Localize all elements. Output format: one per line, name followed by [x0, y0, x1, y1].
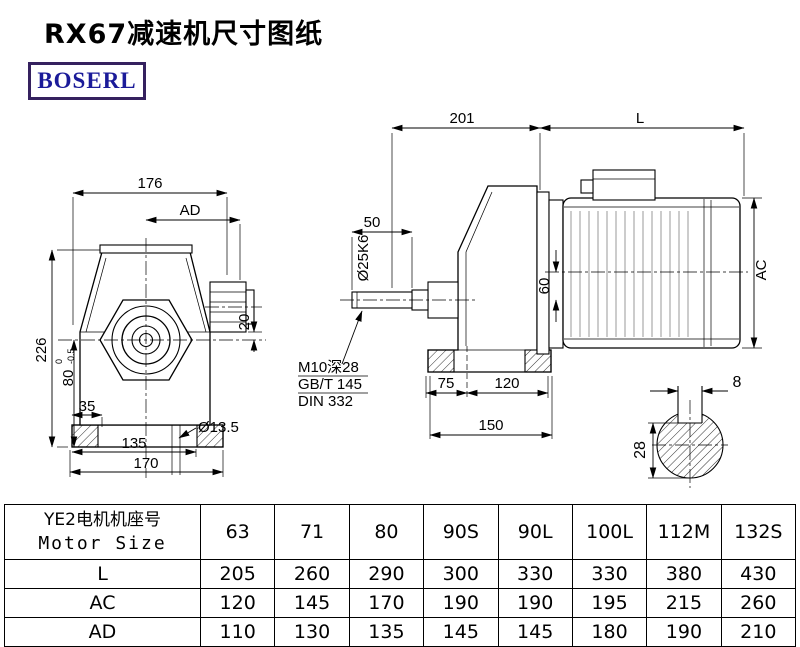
- dim-75-label: 75: [438, 375, 455, 392]
- dim-201-label: 201: [449, 110, 474, 127]
- side-view-dimensions: 201 L 50 Ø25K6 60 AC M10深28 GB/T 145 DIN…: [298, 110, 770, 439]
- value-cell: 135: [348, 617, 425, 647]
- value-cell: 190: [646, 617, 722, 647]
- value-cell: 180: [571, 617, 648, 647]
- side-left-foot: [427, 349, 455, 373]
- header-size-cell: 132S: [720, 504, 797, 560]
- header-size-cell: 71: [274, 504, 350, 560]
- value-cell: 120: [199, 588, 276, 618]
- dim-ad-label: AD: [180, 202, 201, 219]
- dim-226-label: 226: [33, 337, 50, 362]
- value-cell: 330: [571, 559, 648, 589]
- technical-drawing: 176 AD 226 80 0 -0.5 20 35 135 170 Ø13.5: [33, 110, 770, 488]
- header-size-cell: 90S: [423, 504, 499, 560]
- front-view-centerlines: [58, 238, 266, 478]
- motor-fins: [566, 211, 694, 337]
- header-size-cell: 80: [348, 504, 425, 560]
- value-cell: 145: [497, 617, 573, 647]
- dim-80-tol-upper: 0: [54, 359, 64, 364]
- note-tap-hole: M10深28: [298, 359, 359, 376]
- dim-120-label: 120: [494, 375, 519, 392]
- dim-80-tol-lower: -0.5: [66, 348, 76, 364]
- dim-176-label: 176: [137, 175, 162, 192]
- value-cell: 130: [274, 617, 350, 647]
- value-cell: 430: [720, 559, 797, 589]
- dim-ac-label: AC: [753, 259, 770, 280]
- value-cell: 145: [274, 588, 350, 618]
- header-motor-size-cell: YE2电机机座号 Motor Size: [4, 504, 201, 560]
- dim-l-label: L: [636, 110, 644, 127]
- table-row-AD: AD 110 130 135 145 145 180 190 210: [4, 617, 797, 647]
- table-header-row: YE2电机机座号 Motor Size 63 71 80 90S 90L 100…: [4, 504, 797, 560]
- row-label-cell: L: [4, 559, 201, 589]
- value-cell: 330: [497, 559, 573, 589]
- value-cell: 205: [199, 559, 276, 589]
- note-gb-standard: GB/T 145: [298, 376, 362, 393]
- table-row-L: L 205 260 290 300 330 330 380 430: [4, 559, 797, 589]
- motor-size-table: YE2电机机座号 Motor Size 63 71 80 90S 90L 100…: [4, 504, 797, 647]
- dim-60-label: 60: [536, 278, 553, 295]
- value-cell: 110: [199, 617, 276, 647]
- row-label-cell: AC: [4, 588, 201, 618]
- front-view: 176 AD 226 80 0 -0.5 20 35 135 170 Ø13.5: [33, 175, 266, 478]
- row-label-cell: AD: [4, 617, 201, 647]
- value-cell: 190: [497, 588, 573, 618]
- value-cell: 290: [348, 559, 425, 589]
- dim-hole-label: Ø13.5: [198, 419, 239, 436]
- value-cell: 195: [571, 588, 648, 618]
- dim-8-label: 8: [733, 374, 742, 391]
- side-view: 201 L 50 Ø25K6 60 AC M10深28 GB/T 145 DIN…: [298, 110, 770, 439]
- cable-gland: [580, 179, 594, 194]
- value-cell: 215: [646, 588, 722, 618]
- header-size-cell: 90L: [497, 504, 573, 560]
- brand-logo-text: BOSERL: [37, 68, 137, 93]
- value-cell: 170: [348, 588, 425, 618]
- shaft-end-detail: 8 28: [632, 374, 742, 488]
- value-cell: 145: [423, 617, 499, 647]
- brand-logo-box: BOSERL: [28, 62, 146, 100]
- side-housing: [427, 185, 552, 373]
- dim-35-label: 35: [79, 398, 96, 415]
- front-view-dimensions: 176 AD 226 80 0 -0.5 20 35 135 170 Ø13.5: [33, 175, 262, 477]
- dim-170-label: 170: [133, 455, 158, 472]
- header-motor-size-en: Motor Size: [38, 533, 167, 554]
- header-size-cell: 112M: [646, 504, 722, 560]
- value-cell: 210: [720, 617, 797, 647]
- side-view-outline: [351, 169, 741, 373]
- dim-28-label: 28: [632, 441, 649, 459]
- value-cell: 260: [720, 588, 797, 618]
- motor-flange: [536, 191, 550, 355]
- value-cell: 260: [274, 559, 350, 589]
- front-left-foot: [71, 424, 99, 448]
- value-cell: 380: [646, 559, 722, 589]
- dim-135-label: 135: [121, 435, 146, 452]
- dim-shaft-label: Ø25K6: [355, 235, 372, 282]
- dim-150-label: 150: [478, 417, 503, 434]
- terminal-box: [592, 169, 656, 201]
- front-view-outline: [71, 244, 255, 475]
- dim-50-label: 50: [364, 214, 381, 231]
- value-cell: 300: [423, 559, 499, 589]
- header-motor-size-cn: YE2电机机座号: [44, 510, 161, 530]
- dim-80-label-group: 80 0 -0.5: [54, 348, 77, 386]
- header-size-cell: 100L: [571, 504, 648, 560]
- header-size-cell: 63: [199, 504, 276, 560]
- table-row-AC: AC 120 145 170 190 190 195 215 260: [4, 588, 797, 618]
- dim-20-label: 20: [236, 314, 253, 331]
- value-cell: 190: [423, 588, 499, 618]
- note-din-standard: DIN 332: [298, 393, 353, 410]
- page-title: RX67减速机尺寸图纸: [44, 19, 324, 50]
- dim-80-label: 80: [60, 370, 77, 387]
